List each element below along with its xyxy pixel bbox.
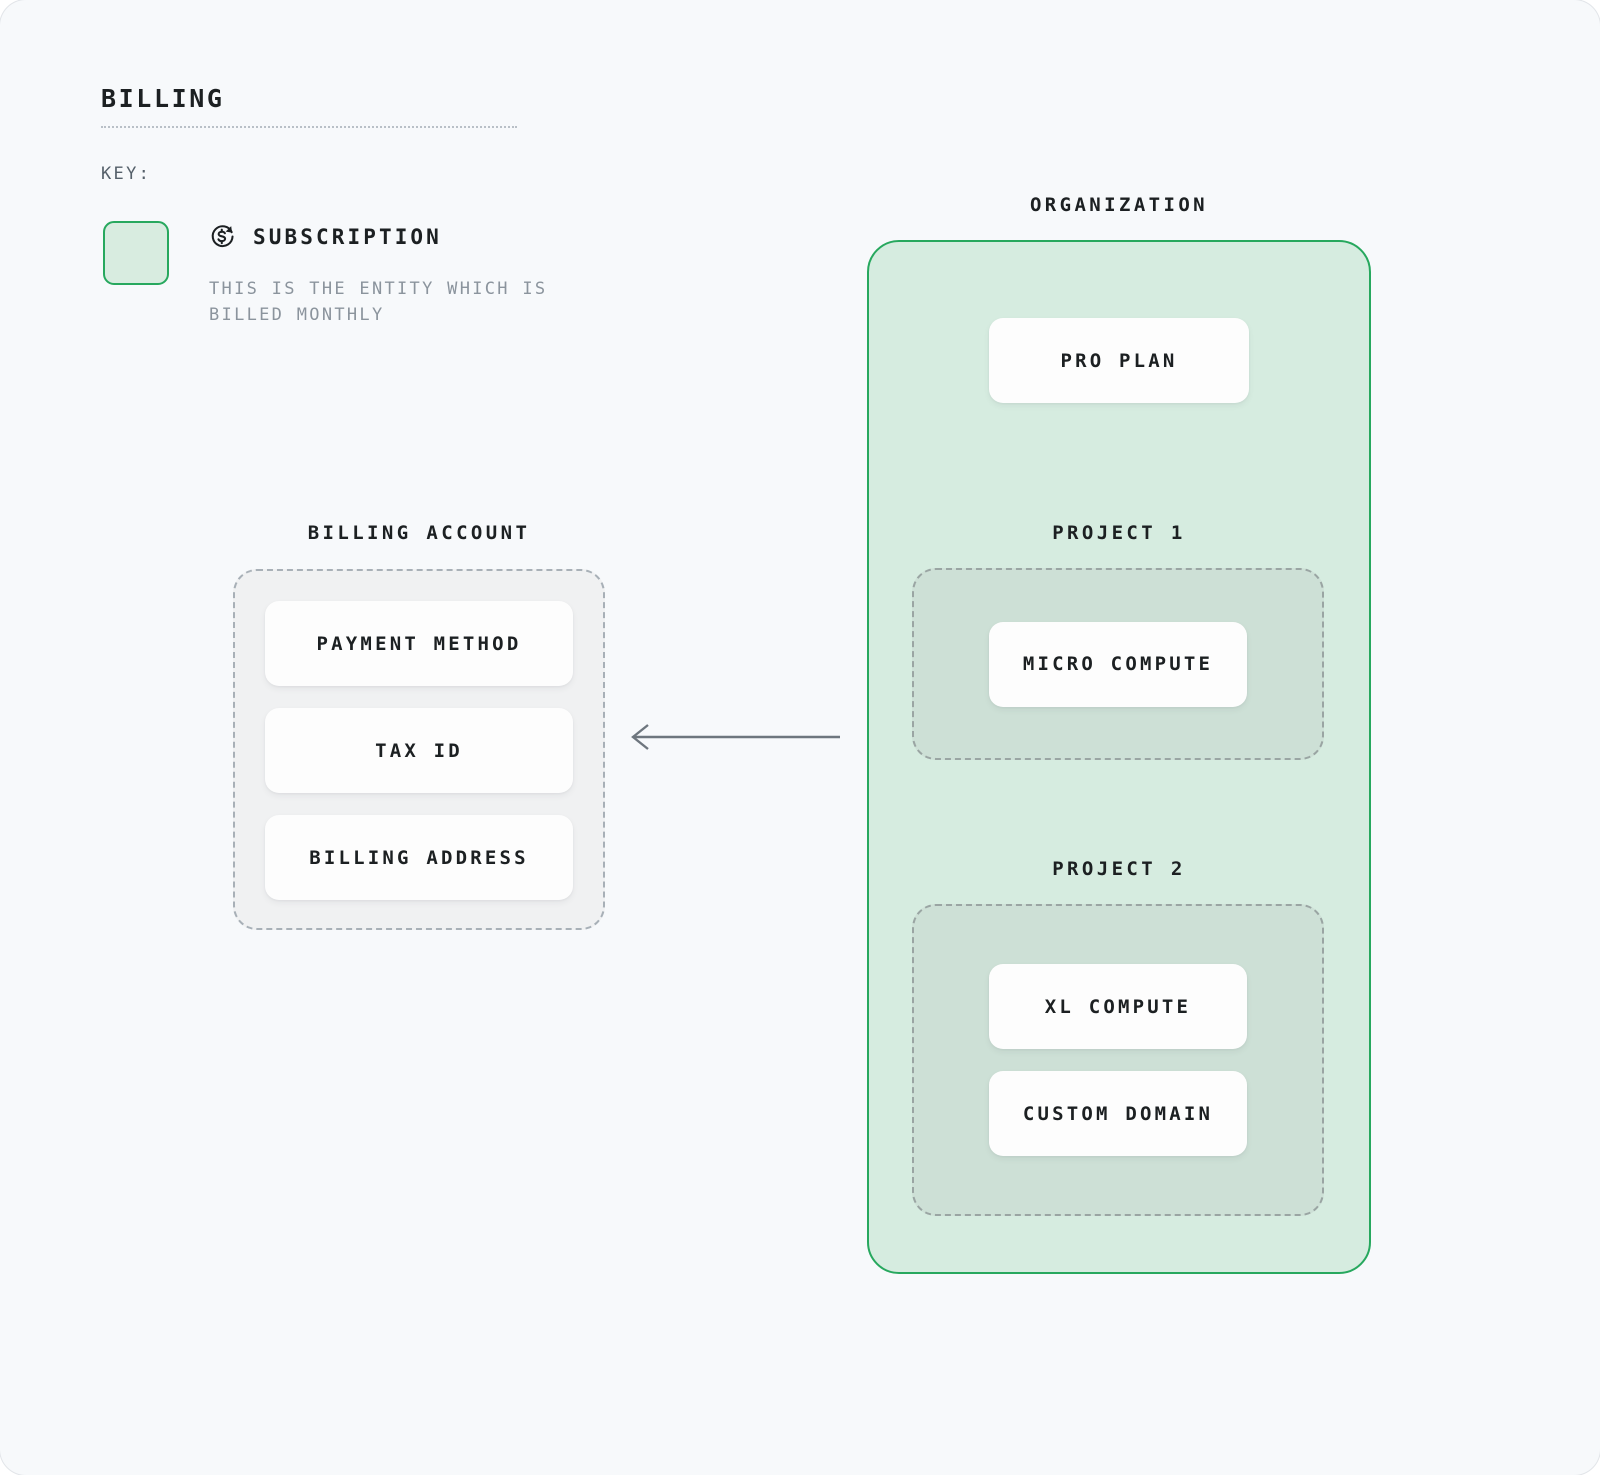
entity-card-payment-method[interactable]: PAYMENT METHOD [265, 601, 573, 686]
entity-card-label: XL COMPUTE [1044, 995, 1192, 1018]
key-entity-description: THIS IS THE ENTITY WHICH IS BILLED MONTH… [209, 279, 548, 325]
organization-caption: ORGANIZATION [1029, 194, 1209, 216]
entity-card-label: BILLING ADDRESS [309, 846, 529, 869]
project-2-caption: PROJECT 2 [1052, 858, 1186, 880]
entity-card-billing-address[interactable]: BILLING ADDRESS [265, 815, 573, 900]
entity-card-label: TAX ID [375, 739, 463, 762]
entity-card-custom-domain[interactable]: CUSTOM DOMAIN [989, 1071, 1247, 1156]
key-label: KEY: [101, 164, 152, 184]
entity-card-xl-compute[interactable]: XL COMPUTE [989, 964, 1247, 1049]
entity-card-label: CUSTOM DOMAIN [1022, 1102, 1214, 1125]
project-1-group: MICRO COMPUTE [912, 568, 1324, 760]
title-divider [101, 126, 517, 128]
entity-card-micro-compute[interactable]: MICRO COMPUTE [989, 621, 1247, 707]
entity-card-label: MICRO COMPUTE [1022, 653, 1214, 675]
billing-account-group: PAYMENT METHOD TAX ID BILLING ADDRESS [233, 569, 605, 930]
key-entity-header: SUBSCRIPTION [208, 222, 442, 251]
organization-to-billing-account-arrow [628, 722, 840, 752]
project-2-group: XL COMPUTE CUSTOM DOMAIN [912, 904, 1324, 1216]
billing-account-caption: BILLING ACCOUNT [307, 522, 531, 544]
page-title: BILLING [101, 84, 225, 113]
project-1-caption: PROJECT 1 [1052, 522, 1186, 544]
entity-card-tax-id[interactable]: TAX ID [265, 708, 573, 793]
entity-card-label: PAYMENT METHOD [316, 632, 522, 655]
key-color-swatch [103, 221, 169, 285]
entity-card-pro-plan[interactable]: PRO PLAN [989, 318, 1249, 403]
subscription-recurring-dollar-icon [208, 222, 237, 251]
key-entity-title: SUBSCRIPTION [253, 224, 442, 249]
entity-card-label: PRO PLAN [1060, 349, 1178, 372]
